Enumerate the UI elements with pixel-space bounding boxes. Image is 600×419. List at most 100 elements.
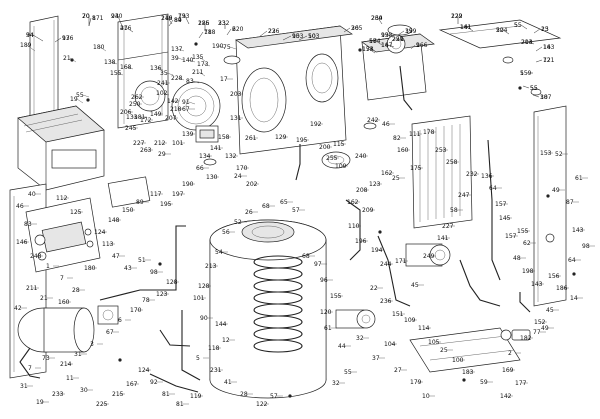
part-number-label: 132 bbox=[225, 153, 237, 160]
part-number-label: 30 bbox=[540, 94, 548, 101]
part-number-label: 59 bbox=[480, 379, 488, 386]
part-number-label: 155 bbox=[517, 228, 529, 235]
leader-line bbox=[397, 30, 405, 36]
part-number-label: 179 bbox=[410, 379, 422, 386]
part-number-label: 170 bbox=[130, 307, 142, 314]
part-number-label: 28 bbox=[240, 391, 248, 398]
leader-line bbox=[198, 71, 206, 77]
leader-line bbox=[198, 56, 206, 62]
part-number-label: 112 bbox=[56, 195, 68, 202]
part-number-label: 5 bbox=[196, 355, 200, 362]
part-number-label: 10 bbox=[422, 393, 430, 400]
leader-line bbox=[177, 77, 185, 81]
part-number-label: 208 bbox=[356, 187, 368, 194]
part-number-label: 65 bbox=[280, 199, 288, 206]
leader-line bbox=[375, 40, 383, 46]
part-number-label: 20 bbox=[82, 13, 90, 20]
part-number-label: 103 bbox=[308, 33, 320, 40]
part-number-label: 102 bbox=[156, 90, 168, 97]
part-number-label: 199 bbox=[405, 28, 417, 35]
leader-line bbox=[198, 31, 204, 39]
part-number-label: 128 bbox=[166, 279, 178, 286]
leader-line bbox=[88, 17, 92, 27]
part-number-label: 1 bbox=[46, 263, 50, 270]
part-number-label: 5 bbox=[520, 70, 524, 77]
part-number-label: 189 bbox=[20, 42, 32, 49]
part-number-label: 89 bbox=[136, 199, 144, 206]
part-number-label: 124 bbox=[138, 367, 150, 374]
part-number-label: 143 bbox=[531, 281, 543, 288]
part-number-label: 8 bbox=[92, 15, 96, 22]
leader-line bbox=[99, 46, 107, 52]
part-number-label: 159 bbox=[520, 70, 532, 77]
part-number-label: 149 bbox=[150, 111, 162, 118]
part-number-label: 50 bbox=[308, 33, 316, 40]
part-number-label: 123 bbox=[369, 181, 381, 188]
expansion-vessel bbox=[17, 307, 95, 353]
part-number-label: 81 bbox=[162, 391, 170, 398]
part-number-label: 198 bbox=[381, 32, 393, 39]
part-number-label: 52 bbox=[234, 219, 242, 226]
part-number-label: 68 bbox=[262, 203, 270, 210]
part-number-label: 155 bbox=[330, 293, 342, 300]
part-number-label: 83 bbox=[186, 78, 194, 85]
part-number-label: 225 bbox=[96, 401, 108, 408]
part-number-label: 137 bbox=[171, 46, 183, 53]
part-number-label: 114 bbox=[418, 325, 430, 332]
pressure-switch bbox=[97, 305, 119, 325]
part-number-label: 177 bbox=[515, 380, 527, 387]
part-number-label: 21 bbox=[40, 295, 48, 302]
leader-line bbox=[398, 38, 406, 42]
part-number-label: 167 bbox=[381, 42, 393, 49]
part-number-label: 129 bbox=[275, 134, 287, 141]
part-number-label: 61 bbox=[575, 175, 583, 182]
part-number-label: 71 bbox=[204, 29, 212, 36]
part-number-label: 170 bbox=[236, 165, 248, 172]
part-number-label: 178 bbox=[423, 129, 435, 136]
leader-line bbox=[522, 85, 530, 89]
part-number-label: 244 bbox=[380, 261, 392, 268]
part-number-label: 55 bbox=[76, 92, 84, 99]
part-number-label: 77 bbox=[533, 329, 541, 336]
part-number-label: 6 bbox=[118, 317, 122, 324]
part-number-label: 95 bbox=[292, 33, 300, 40]
part-number-label: 211 bbox=[26, 285, 38, 292]
part-number-label: 82 bbox=[393, 135, 401, 142]
part-number-label: 87 bbox=[566, 199, 574, 206]
part-number-label: 229 bbox=[392, 36, 404, 43]
right-side-panel bbox=[533, 105, 567, 307]
part-number-label: 216 bbox=[120, 25, 132, 32]
part-number-label: 122 bbox=[256, 401, 268, 408]
part-number-label: 121 bbox=[543, 57, 555, 64]
part-number-label: 211 bbox=[192, 69, 204, 76]
part-number-label: 123 bbox=[156, 291, 168, 298]
leader-line bbox=[368, 48, 376, 54]
part-number-label: 157 bbox=[505, 233, 517, 240]
part-number-label: 25 bbox=[541, 26, 549, 33]
pipes bbox=[19, 65, 531, 393]
part-number-label: 205 bbox=[351, 25, 363, 32]
part-number-label: 11 bbox=[66, 375, 74, 382]
leader-line bbox=[387, 44, 395, 48]
part-number-label: 25 bbox=[392, 175, 400, 182]
part-number-label: 202 bbox=[246, 181, 258, 188]
part-number-label: 250 bbox=[129, 101, 141, 108]
part-number-label: 213 bbox=[521, 39, 533, 46]
part-number-label: 115 bbox=[333, 141, 345, 148]
part-number-label: 28 bbox=[72, 287, 80, 294]
part-number-label: 166 bbox=[416, 42, 428, 49]
part-number-label: 109 bbox=[404, 317, 416, 324]
part-number-label: 143 bbox=[572, 227, 584, 234]
leader-line bbox=[226, 28, 232, 36]
part-number-label: 190 bbox=[212, 43, 224, 50]
part-number-label: 83 bbox=[24, 221, 32, 228]
part-number-label: 171 bbox=[92, 15, 104, 22]
part-number-label: 190 bbox=[182, 181, 194, 188]
part-number-label: 46 bbox=[16, 203, 24, 210]
leader-line bbox=[387, 34, 395, 38]
part-number-label: 195 bbox=[296, 137, 308, 144]
part-number-label: 233 bbox=[52, 391, 64, 398]
part-number-label: 207 bbox=[165, 115, 177, 122]
part-number-label: 78 bbox=[142, 297, 150, 304]
part-number-label: 105 bbox=[428, 339, 440, 346]
